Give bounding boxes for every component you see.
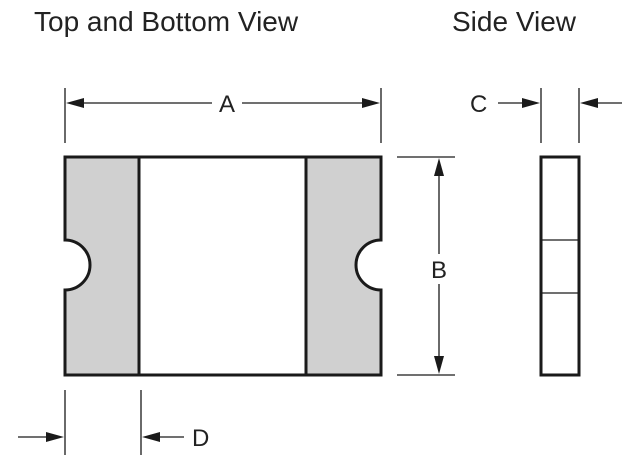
package-outline bbox=[63, 155, 383, 377]
dimension-a-right-arrow bbox=[362, 98, 380, 108]
side-view-title: Side View bbox=[452, 6, 577, 37]
top-bottom-view-title: Top and Bottom View bbox=[34, 6, 299, 37]
dimension-b-bottom-arrow bbox=[434, 356, 444, 374]
dimension-a-left-arrow bbox=[66, 98, 84, 108]
dimension-d-left-arrow bbox=[46, 432, 64, 442]
dimension-c-right-arrow bbox=[580, 98, 598, 108]
dimension-c-left-arrow bbox=[522, 98, 540, 108]
side-view bbox=[539, 155, 581, 377]
dimension-a: A bbox=[64, 88, 382, 143]
dimension-b: B bbox=[397, 156, 455, 376]
dimension-d: D bbox=[18, 390, 209, 455]
dimension-d-label: D bbox=[192, 425, 209, 452]
left-terminal-pad bbox=[65, 157, 139, 375]
dimension-d-right-arrow bbox=[142, 432, 160, 442]
dimension-a-label: A bbox=[219, 91, 235, 118]
right-terminal-pad bbox=[306, 157, 381, 375]
top-bottom-view bbox=[63, 155, 383, 377]
dimension-b-top-arrow bbox=[434, 158, 444, 176]
dimension-c-label: C bbox=[470, 91, 487, 118]
dimension-b-label: B bbox=[431, 257, 447, 284]
dimension-c: C bbox=[470, 88, 622, 143]
side-view-outline bbox=[539, 155, 581, 377]
